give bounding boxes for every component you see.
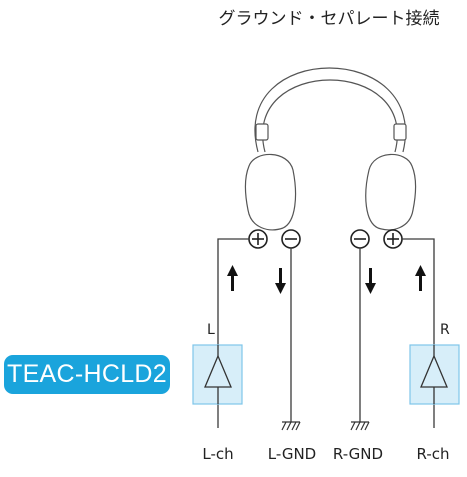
headphone-icon [244, 67, 417, 231]
label-lch: L-ch [202, 445, 233, 463]
terminal-left-plus [248, 229, 268, 249]
ground-icon [281, 421, 301, 431]
arrow-down-icon [275, 268, 286, 294]
amp-left [192, 344, 243, 405]
terminal-right-plus [383, 229, 403, 249]
terminal-right-minus [350, 229, 370, 249]
amp-right [409, 344, 460, 405]
label-rgnd: R-GND [333, 445, 383, 463]
terminal-left-minus [281, 229, 301, 249]
diagram-title: グラウンド・セパレート接続 [219, 9, 440, 29]
wire-rch [402, 238, 435, 345]
wires [217, 238, 435, 428]
wire-lch [217, 238, 249, 345]
label-lgnd: L-GND [268, 445, 316, 463]
ground-icon [350, 421, 370, 431]
product-badge: TEAC-HCLD2 [4, 355, 170, 394]
arrow-up-icon [415, 265, 426, 291]
channel-label-right: R [440, 322, 450, 338]
label-rch: R-ch [417, 445, 450, 463]
channel-label-left: L [207, 322, 215, 338]
arrow-up-icon [227, 265, 238, 291]
arrow-down-icon [365, 268, 376, 294]
